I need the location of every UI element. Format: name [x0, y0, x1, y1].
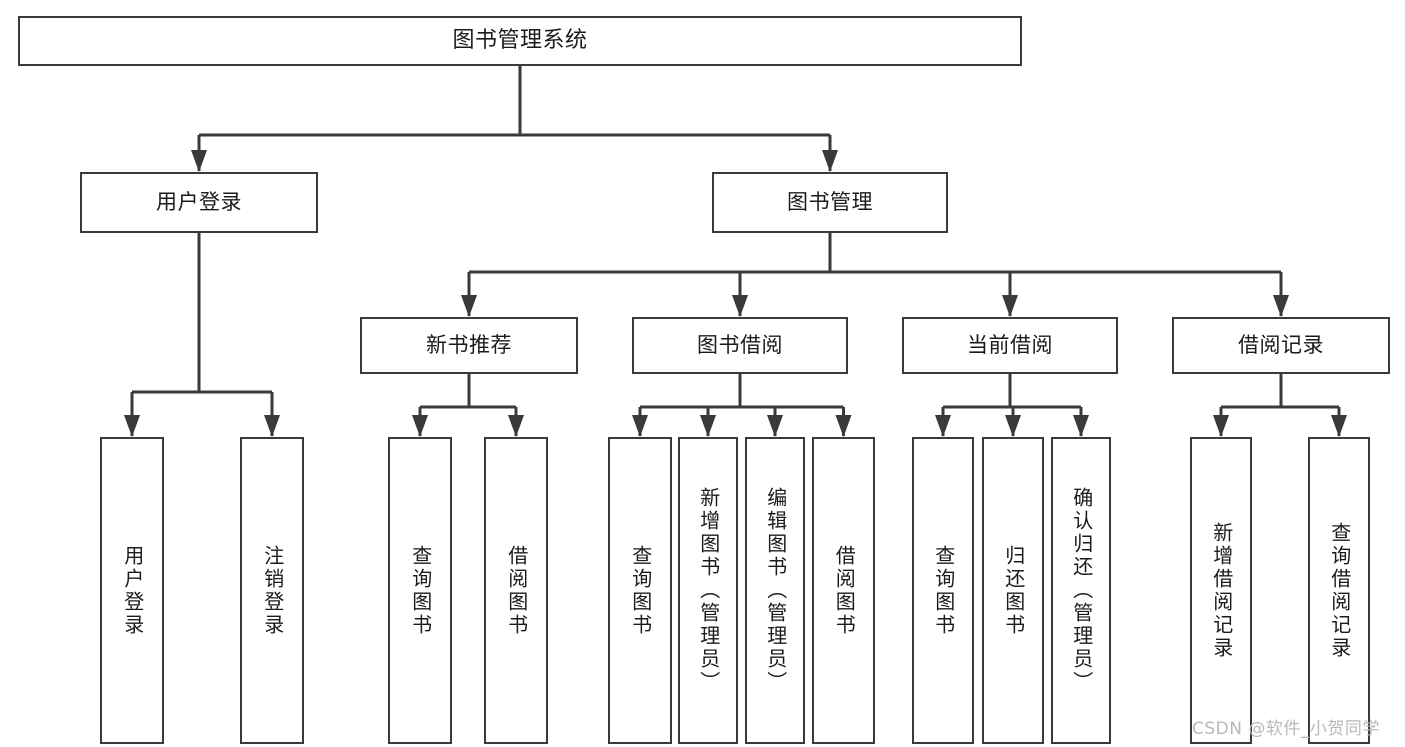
node-l1_1[interactable]: 图书管理 — [712, 172, 948, 233]
node-label: 新增图书（管理员） — [696, 487, 721, 694]
node-label: 用户登录 — [120, 544, 145, 637]
node-label: 用户登录 — [156, 190, 242, 215]
node-leaf_2[interactable]: 查询图书 — [388, 437, 452, 744]
node-leaf_10[interactable]: 确认归还（管理员） — [1051, 437, 1111, 744]
node-leaf_5[interactable]: 新增图书（管理员） — [678, 437, 738, 744]
watermark-text: CSDN @软件_小贺同学 — [1192, 719, 1380, 739]
node-leaf_6[interactable]: 编辑图书（管理员） — [745, 437, 805, 744]
node-l2_1[interactable]: 图书借阅 — [632, 317, 848, 374]
node-leaf_9[interactable]: 归还图书 — [982, 437, 1044, 744]
node-label: 注销登录 — [260, 544, 285, 637]
node-leaf_11[interactable]: 新增借阅记录 — [1190, 437, 1252, 744]
node-label: 查询借阅记录 — [1327, 521, 1352, 660]
node-label: 图书借阅 — [697, 333, 783, 358]
node-leaf_8[interactable]: 查询图书 — [912, 437, 974, 744]
node-label: 查询图书 — [408, 544, 433, 637]
node-label: 图书管理系统 — [452, 28, 588, 54]
node-leaf_0[interactable]: 用户登录 — [100, 437, 164, 744]
node-label: 借阅图书 — [832, 544, 857, 637]
node-root[interactable]: 图书管理系统 — [18, 16, 1022, 66]
node-l2_2[interactable]: 当前借阅 — [902, 317, 1118, 374]
node-leaf_7[interactable]: 借阅图书 — [812, 437, 875, 744]
node-l2_0[interactable]: 新书推荐 — [360, 317, 578, 374]
node-label: 图书管理 — [787, 190, 873, 215]
node-l2_3[interactable]: 借阅记录 — [1172, 317, 1390, 374]
node-label: 借阅图书 — [504, 544, 529, 637]
node-label: 借阅记录 — [1238, 333, 1324, 358]
node-leaf_4[interactable]: 查询图书 — [608, 437, 672, 744]
node-label: 查询图书 — [931, 544, 956, 637]
node-label: 当前借阅 — [967, 333, 1053, 358]
node-label: 查询图书 — [628, 544, 653, 637]
node-label: 确认归还（管理员） — [1069, 487, 1094, 694]
node-leaf_1[interactable]: 注销登录 — [240, 437, 304, 744]
node-label: 归还图书 — [1001, 544, 1026, 637]
node-leaf_12[interactable]: 查询借阅记录 — [1308, 437, 1370, 744]
node-label: 新增借阅记录 — [1209, 521, 1234, 660]
node-leaf_3[interactable]: 借阅图书 — [484, 437, 548, 744]
node-l1_0[interactable]: 用户登录 — [80, 172, 318, 233]
node-label: 新书推荐 — [426, 333, 512, 358]
node-label: 编辑图书（管理员） — [763, 487, 788, 694]
